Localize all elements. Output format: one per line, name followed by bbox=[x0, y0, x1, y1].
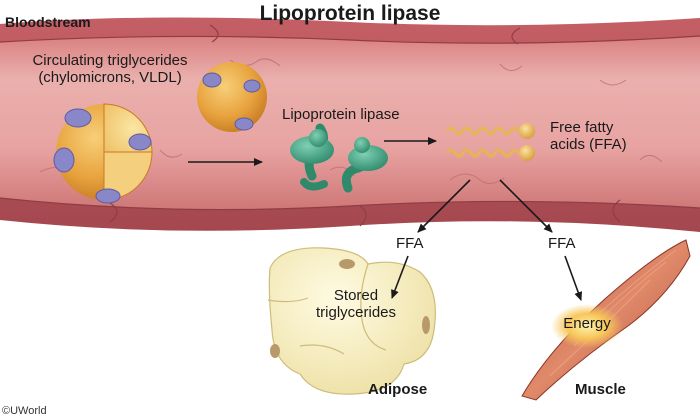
circulating-line-2: (chylomicrons, VLDL) bbox=[38, 68, 182, 86]
lipoprotein-small-icon bbox=[197, 62, 267, 132]
stored-line-2: triglycerides bbox=[315, 303, 397, 321]
diagram-title: Lipoprotein lipase bbox=[259, 2, 441, 25]
ffa-line-1: Free fatty bbox=[550, 119, 614, 136]
enzyme-label: Lipoprotein lipase bbox=[282, 106, 400, 123]
ffa-muscle-label: FFA bbox=[548, 235, 576, 252]
stored-triglycerides-label: Stored triglycerides bbox=[296, 287, 416, 322]
fatty-acid-icon bbox=[445, 123, 535, 161]
bloodstream-label: Bloodstream bbox=[5, 14, 91, 30]
ffa-line-2: acids (FFA) bbox=[550, 135, 627, 153]
circulating-line-1: Circulating triglycerides bbox=[32, 52, 188, 69]
enzyme-icon bbox=[290, 123, 388, 193]
arrow-to-energy bbox=[564, 255, 583, 301]
circulating-triglycerides-label: Circulating triglycerides (chylomicrons,… bbox=[10, 52, 210, 87]
adipocyte-icon bbox=[267, 247, 436, 395]
energy-glow bbox=[551, 304, 623, 348]
muscle-label: Muscle bbox=[575, 381, 626, 398]
blood-vessel bbox=[0, 17, 700, 232]
stored-line-1: Stored bbox=[333, 287, 379, 304]
energy-label: Energy bbox=[563, 315, 611, 332]
pathway-arrows bbox=[188, 137, 583, 301]
muscle-icon bbox=[521, 239, 691, 401]
arrow-ffa-to-muscle bbox=[499, 179, 553, 233]
free-fatty-acids-label: Free fatty acids (FFA) bbox=[550, 119, 650, 154]
ffa-adipose-label: FFA bbox=[396, 235, 424, 252]
arrow-ffa-to-adipose bbox=[417, 179, 471, 233]
adipose-label: Adipose bbox=[368, 381, 428, 398]
lipoprotein-icon bbox=[53, 103, 153, 204]
arrow-to-stored bbox=[391, 255, 409, 299]
copyright-credit: ©UWorld bbox=[2, 405, 47, 417]
